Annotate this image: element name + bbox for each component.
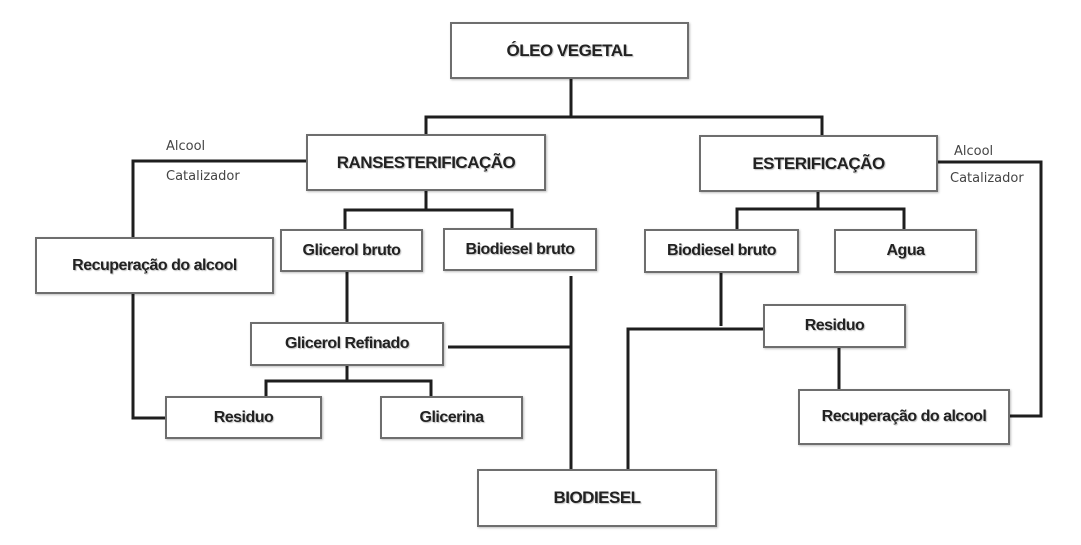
node-residuo-right: Residuo (763, 304, 906, 348)
label-catalizador-left: Catalizador (166, 169, 240, 184)
node-oleo-vegetal: ÓLEO VEGETAL (450, 22, 689, 79)
connector-ester-children (735, 207, 906, 229)
node-recuperacao-alcool-right: Recuperação do alcool (798, 389, 1010, 445)
connector-refinado-children (264, 379, 433, 396)
connector-recuperacao-residuo (131, 294, 165, 420)
node-biodiesel-bruto-left: Biodiesel bruto (443, 228, 597, 271)
label-alcool-left: Alcool (166, 139, 206, 154)
node-transesterificacao: RANSESTERIFICAÇÃO (306, 134, 546, 191)
node-glicerol-bruto: Glicerol bruto (280, 229, 423, 272)
node-glicerol-refinado: Glicerol Refinado (250, 322, 444, 366)
node-glicerina: Glicerina (380, 396, 523, 439)
label-alcool-right: Alcool (954, 144, 994, 159)
connector-residuo-biodiesel (626, 327, 763, 469)
connector-trans-children (343, 208, 514, 229)
label-catalizador-right: Catalizador (950, 171, 1024, 186)
node-residuo-left: Residuo (165, 396, 322, 439)
node-biodiesel: BIODIESEL (477, 469, 717, 527)
connector-ester-recuperacao (937, 160, 1043, 418)
node-esterificacao: ESTERIFICAÇÃO (699, 135, 938, 192)
connector-trans-recuperacao (131, 159, 306, 237)
node-biodiesel-bruto-right: Biodiesel bruto (644, 229, 799, 273)
node-recuperacao-alcool-left: Recuperação do alcool (35, 237, 274, 294)
connector-oleo-branches (424, 115, 824, 135)
node-agua: Agua (834, 229, 977, 273)
